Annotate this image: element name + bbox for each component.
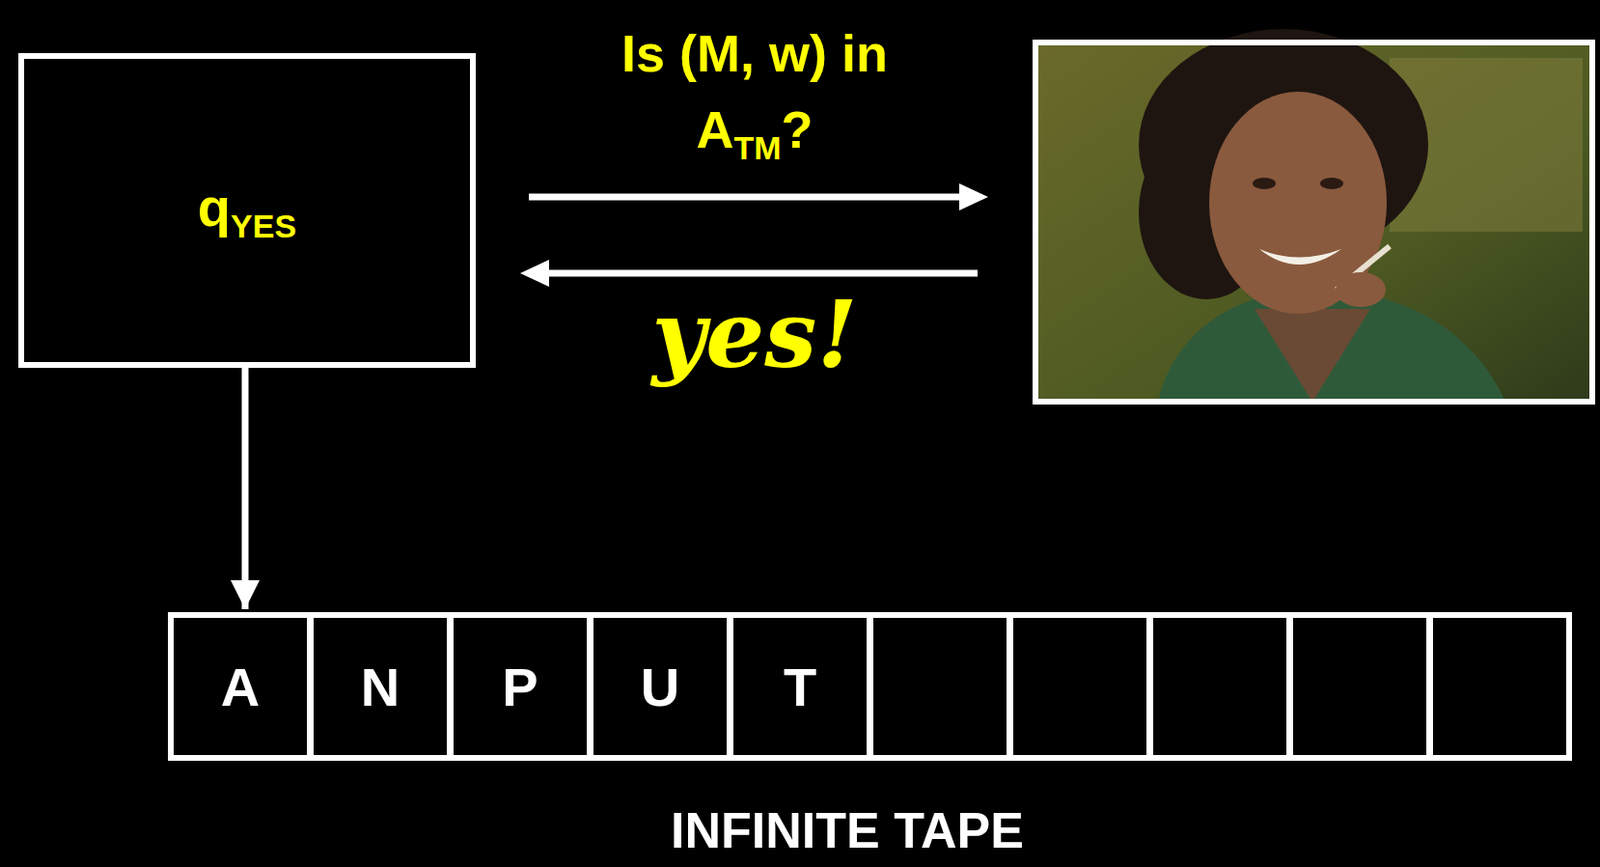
- tape-cell: A: [167, 611, 313, 761]
- tape-symbol: P: [501, 656, 538, 718]
- query-subscript: TM: [733, 129, 781, 166]
- tape-cell: N: [307, 611, 453, 761]
- tape-symbol: A: [220, 656, 260, 718]
- tape-caption: INFINITE TAPE: [670, 800, 1024, 859]
- tape-cell: U: [587, 611, 733, 761]
- query-arrow: [528, 183, 989, 211]
- text-holder: T: [783, 655, 817, 718]
- tape-cell: T: [727, 611, 873, 761]
- tape-symbol: N: [360, 656, 400, 718]
- tape-symbol: U: [640, 656, 680, 718]
- tape-cell: P: [447, 611, 593, 761]
- state-box: qYES: [18, 53, 476, 368]
- text-holder: P: [501, 655, 538, 718]
- tape-symbol: T: [783, 656, 817, 718]
- state-name: q: [197, 176, 231, 238]
- query-text: ?: [781, 100, 814, 159]
- answer-text: yes!: [651, 279, 857, 389]
- text-holder: U: [640, 655, 680, 718]
- query-line: ATM?: [695, 99, 813, 167]
- pointer-arrow: [242, 367, 249, 609]
- state-subscript: YES: [230, 207, 297, 245]
- query-text: Is (M, w) in: [621, 23, 888, 83]
- query-text: A: [695, 100, 734, 159]
- text-holder: A: [220, 655, 260, 718]
- tape-cells: [870, 614, 1570, 758]
- oracle-photo: [1035, 28, 1593, 402]
- text-holder: qYES: [197, 175, 297, 246]
- text-holder: N: [360, 655, 400, 718]
